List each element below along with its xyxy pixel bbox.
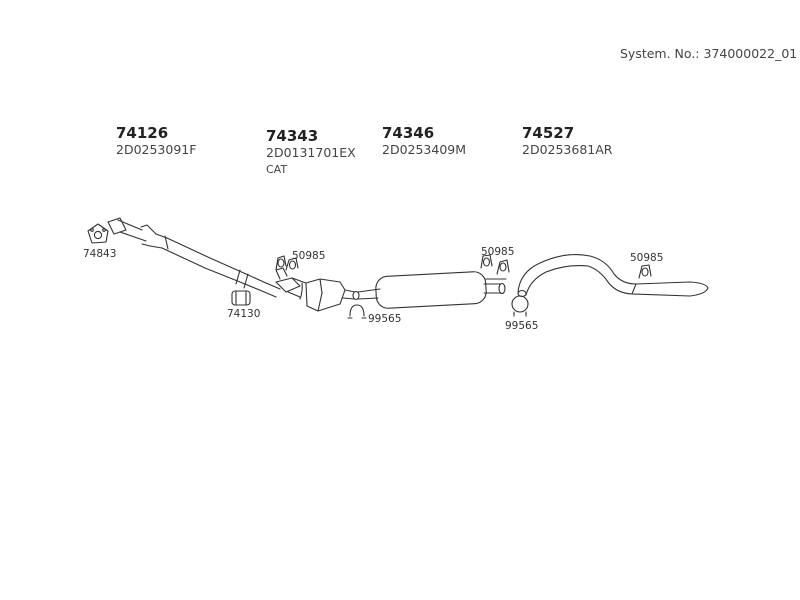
assembly-code: 2D0253409M bbox=[382, 142, 467, 157]
front-hangers bbox=[276, 256, 298, 270]
label-hanger-rear: 50985 bbox=[630, 252, 664, 264]
assembly-number: 74126 bbox=[116, 124, 169, 142]
rear-pipe-part bbox=[518, 255, 708, 297]
label-clamp-front: 99565 bbox=[368, 313, 402, 325]
front-pipe-part bbox=[108, 218, 280, 297]
label-hanger-front: 50985 bbox=[292, 250, 326, 262]
assembly-note: CAT bbox=[266, 163, 288, 176]
rear-hanger bbox=[639, 265, 651, 278]
catalytic-converter-part bbox=[276, 268, 359, 311]
clamp-part bbox=[232, 291, 250, 305]
assembly-front-pipe: 74126 2D0253091F bbox=[116, 124, 196, 158]
assembly-code: 2D0253681AR bbox=[522, 142, 613, 157]
assembly-rear-pipe: 74527 2D0253681AR bbox=[522, 124, 613, 158]
assembly-catalytic-converter: 74343 2D0131701EX CAT bbox=[266, 127, 356, 179]
label-gasket: 74843 bbox=[83, 248, 117, 260]
assembly-number: 74343 bbox=[266, 127, 319, 145]
assembly-number: 74346 bbox=[382, 124, 435, 142]
assembly-code: 2D0131701EX bbox=[266, 145, 356, 160]
gasket-part bbox=[88, 224, 108, 243]
assembly-code: 2D0253091F bbox=[116, 142, 197, 157]
assembly-middle-silencer: 74346 2D0253409M bbox=[382, 124, 466, 158]
middle-hangers bbox=[481, 255, 509, 279]
front-clamp bbox=[348, 305, 366, 318]
label-hanger-mid: 50985 bbox=[481, 246, 515, 258]
assembly-number: 74527 bbox=[522, 124, 575, 142]
rear-clamp bbox=[512, 296, 528, 316]
middle-silencer-part bbox=[358, 271, 505, 309]
label-clamp-rear: 99565 bbox=[505, 320, 539, 332]
system-number: System. No.: 374000022_01 bbox=[620, 46, 798, 61]
label-clamp: 74130 bbox=[227, 308, 261, 320]
